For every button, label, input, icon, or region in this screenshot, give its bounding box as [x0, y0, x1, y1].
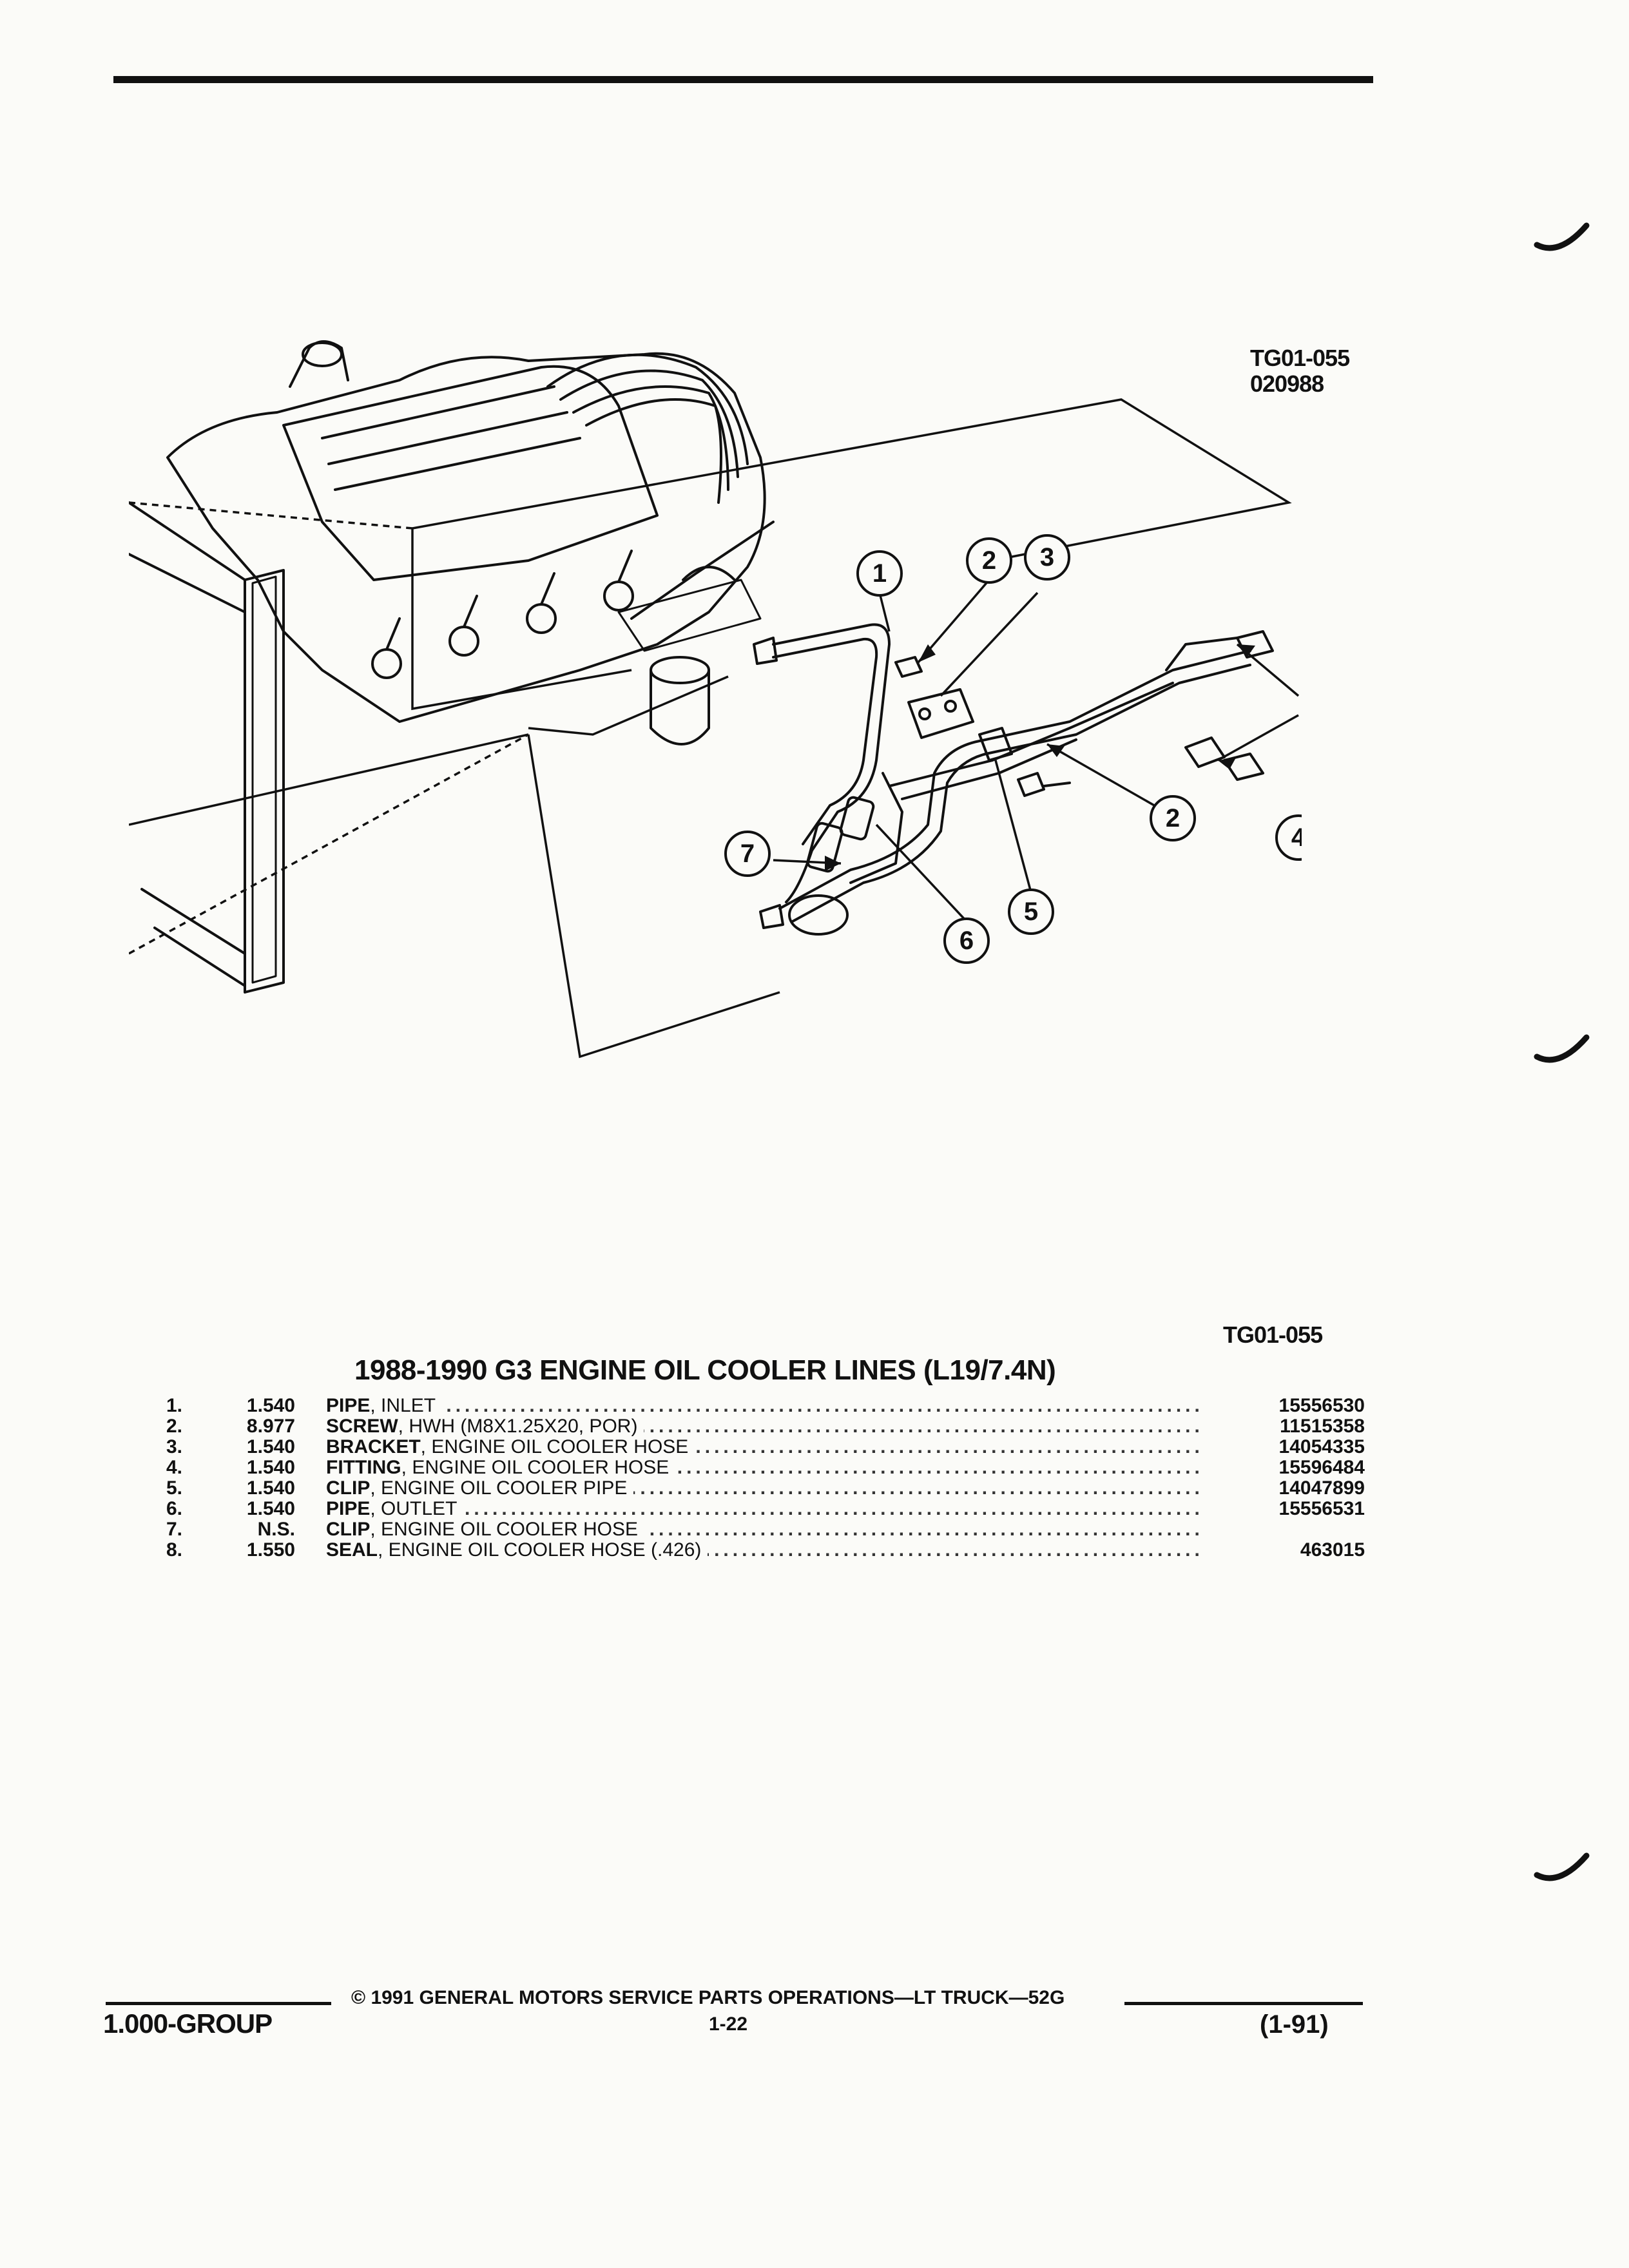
callout-3: 3 [1040, 543, 1054, 572]
part-index: 1. [166, 1395, 183, 1416]
part-row: 8. 1.550.................................… [166, 1540, 1365, 1561]
part-description: ........................................… [326, 1519, 1210, 1540]
part-description: ........................................… [326, 1478, 1210, 1499]
bracket [907, 688, 974, 739]
footer-page-number: 1-22 [709, 2013, 748, 2035]
part-description: ........................................… [326, 1396, 1210, 1416]
part-description: ........................................… [326, 1437, 1210, 1457]
part-group-number: N.S. [257, 1519, 295, 1540]
pipe-clip [978, 727, 1013, 762]
part-description: ........................................… [326, 1416, 1210, 1437]
parts-list: 1. 1.540.................................… [166, 1396, 1365, 1561]
part-detail: , INLET [370, 1396, 436, 1416]
part-row: 5. 1.540.................................… [166, 1478, 1365, 1499]
part-index: 7. [166, 1519, 183, 1540]
part-detail: , ENGINE OIL COOLER HOSE [420, 1437, 689, 1457]
header-rule [113, 76, 1373, 83]
part-description: ........................................… [326, 1540, 1210, 1561]
part-number: 15596484 [1278, 1457, 1365, 1478]
part-name: SCREW [326, 1416, 398, 1437]
part-group-number: 1.540 [246, 1477, 295, 1499]
part-description: ........................................… [326, 1457, 1210, 1478]
reference-plane [412, 398, 1292, 562]
illustration-ref: TG01-055 [1250, 345, 1350, 371]
footer-rule-right [1124, 2002, 1363, 2005]
part-name: PIPE [326, 1396, 371, 1416]
margin-mark-icon [1534, 222, 1590, 251]
part-detail: , ENGINE OIL COOLER HOSE (.426) [378, 1540, 702, 1561]
callout-1: 1 [872, 559, 887, 588]
part-name: CLIP [326, 1478, 371, 1499]
illustration-caption-ref: TG01-055 [1223, 1321, 1323, 1348]
part-number: 14047899 [1278, 1477, 1365, 1499]
engine-block [166, 352, 766, 723]
section-title: 1988-1990 G3 ENGINE OIL COOLER LINES (L1… [354, 1354, 1056, 1386]
part-number: 15556530 [1278, 1395, 1365, 1416]
part-index: 6. [166, 1498, 183, 1519]
part-row: 1. 1.540.................................… [166, 1396, 1365, 1416]
part-name: CLIP [326, 1519, 371, 1540]
part-detail: , ENGINE OIL COOLER HOSE [370, 1519, 638, 1540]
leader-dots: ........................................… [326, 1499, 1204, 1519]
part-name: PIPE [326, 1499, 371, 1519]
outlet-pipe [778, 649, 1251, 910]
part-row: 2. 8.977.................................… [166, 1416, 1365, 1437]
margin-mark-icon [1534, 1852, 1590, 1881]
part-index: 2. [166, 1416, 183, 1437]
part-row: 6. 1.540.................................… [166, 1499, 1365, 1519]
part-number: 15556531 [1278, 1498, 1365, 1519]
callout-4: 4 [1291, 823, 1302, 852]
part-index: 8. [166, 1539, 183, 1561]
callout-7: 7 [740, 840, 755, 868]
oil-filter [650, 669, 710, 745]
part-number: 463015 [1300, 1539, 1365, 1561]
part-name: FITTING [326, 1457, 401, 1478]
engine-oil-cooler-illustration: 1 2 3 2 4 5 6 7 [129, 340, 1302, 1059]
part-name: BRACKET [326, 1437, 421, 1457]
margin-mark-icon [1534, 1034, 1590, 1063]
part-name: SEAL [326, 1540, 378, 1561]
part-row: 4. 1.540.................................… [166, 1457, 1365, 1478]
leader-dots: ........................................… [326, 1396, 1204, 1416]
callout-5: 5 [1024, 898, 1038, 926]
part-detail: , ENGINE OIL COOLER HOSE [401, 1457, 670, 1478]
part-row: 3. 1.540.................................… [166, 1437, 1365, 1457]
part-group-number: 1.550 [246, 1539, 295, 1561]
radiator [244, 569, 285, 994]
callout-2: 2 [982, 546, 996, 575]
part-description: ........................................… [326, 1499, 1210, 1519]
screw [1017, 772, 1045, 797]
part-group-number: 1.540 [246, 1498, 295, 1519]
footer-rule-left [106, 2002, 331, 2005]
part-group-number: 8.977 [246, 1416, 295, 1437]
callout-6: 6 [959, 927, 974, 955]
part-number: 14054335 [1278, 1436, 1365, 1457]
part-row: 7. N.S...................................… [166, 1519, 1365, 1540]
footer-copyright: © 1991 GENERAL MOTORS SERVICE PARTS OPER… [351, 1987, 1065, 2008]
part-group-number: 1.540 [246, 1395, 295, 1416]
part-index: 4. [166, 1457, 183, 1478]
illustration-date: 020988 [1250, 370, 1324, 397]
part-group-number: 1.540 [246, 1436, 295, 1457]
part-index: 3. [166, 1436, 183, 1457]
callout-2b: 2 [1166, 804, 1180, 832]
footer-revision: (1-91) [1260, 2010, 1329, 2039]
part-detail: , OUTLET [370, 1499, 458, 1519]
part-index: 5. [166, 1477, 183, 1499]
footer-group-label: 1.000-GROUP [103, 2008, 273, 2039]
part-detail: , ENGINE OIL COOLER PIPE [370, 1478, 628, 1499]
part-detail: , HWH (M8X1.25X20, POR) [398, 1416, 638, 1437]
part-number: 11515358 [1280, 1416, 1365, 1437]
part-group-number: 1.540 [246, 1457, 295, 1478]
inlet-pipe [772, 623, 891, 903]
